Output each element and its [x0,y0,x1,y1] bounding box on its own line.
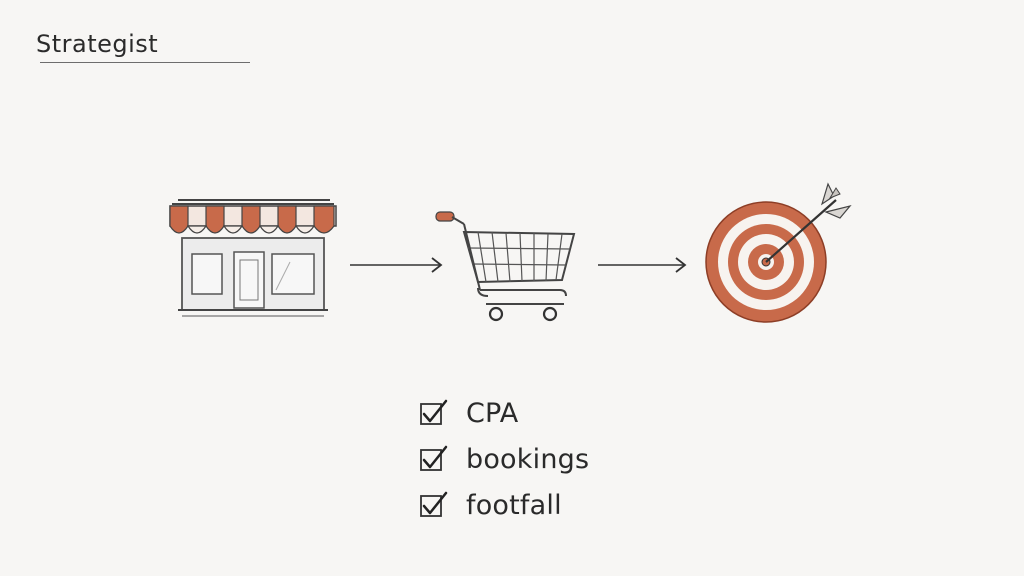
target-arrow-icon [700,178,860,328]
checkbox-checked-icon [420,445,448,471]
kpi-checklist: CPA bookings footfall [418,390,638,528]
page-title: Strategist [36,30,159,58]
checklist-item-label: CPA [466,397,519,429]
storefront-icon [158,192,342,322]
checklist-item-label: footfall [466,489,562,521]
checklist-item-footfall: footfall [418,482,638,528]
title-underline [40,62,250,63]
checkbox-checked-icon [420,399,448,425]
checklist-item-bookings: bookings [418,436,638,482]
flow-arrow-1 [348,254,448,276]
shopping-cart-icon [430,208,580,330]
checklist-item-cpa: CPA [418,390,638,436]
flow-arrow-2 [596,254,692,276]
checklist-item-label: bookings [466,443,590,475]
checkbox-checked-icon [420,491,448,517]
